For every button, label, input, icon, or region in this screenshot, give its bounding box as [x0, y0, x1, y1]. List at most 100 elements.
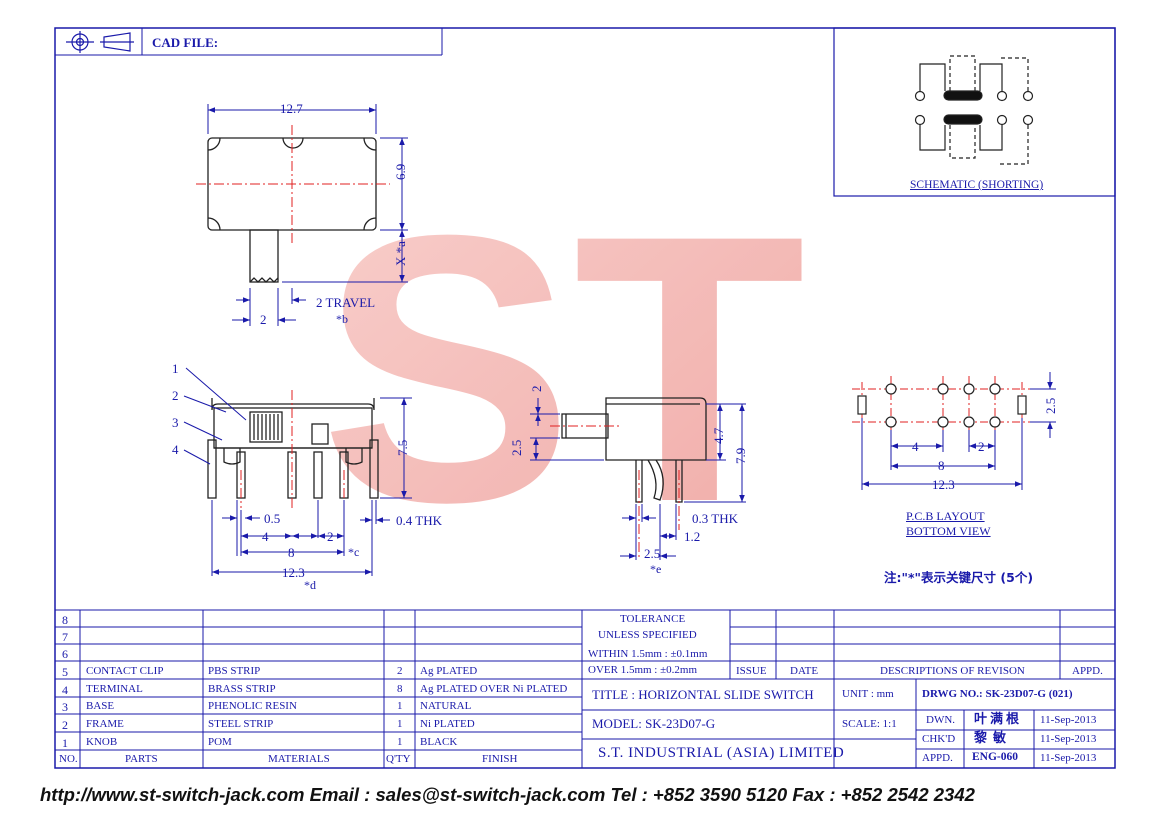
tolerance-over: OVER 1.5mm : ±0.2mm: [588, 664, 698, 676]
dim-04-thk: 0.4 THK: [396, 513, 442, 528]
row-no: 8: [62, 613, 68, 627]
side-view-dims: [530, 398, 746, 560]
row-qty: 8: [397, 683, 403, 695]
pcb-layout-label: P.C.B LAYOUT: [906, 509, 985, 523]
appd-name: ENG-060: [972, 751, 1018, 763]
dwn-label: DWN.: [926, 714, 956, 726]
chkd-label: CHK'D: [922, 733, 956, 745]
dim-123: 12.3: [282, 565, 305, 580]
dim-x-a: X *a: [393, 241, 408, 266]
contact-footer: http://www.st-switch-jack.com Email : sa…: [40, 784, 975, 805]
dim-c-mark: *c: [348, 545, 360, 559]
revision-description: DESCRIPTIONS OF REVISON: [880, 665, 1025, 677]
dim-05: 0.5: [264, 511, 281, 526]
dim-d-mark: *d: [304, 578, 316, 592]
row-part: KNOB: [86, 736, 118, 748]
header-materials: MATERIALS: [268, 753, 330, 765]
callout-2: 2: [172, 388, 179, 403]
row-material: STEEL STRIP: [208, 718, 274, 730]
scale-label: SCALE: 1:1: [842, 718, 897, 730]
unit-label: UNIT : mm: [842, 688, 894, 700]
appd-label: APPD.: [922, 752, 953, 764]
drawing-number: DRWG NO.: SK-23D07-G (021): [922, 688, 1073, 700]
row-no: 2: [62, 718, 68, 732]
row-part: FRAME: [86, 718, 124, 730]
revision-issue: ISSUE: [736, 665, 767, 677]
key-dimension-note: 注:"*"表示关键尺寸 (5个): [884, 570, 1034, 585]
row-material: POM: [208, 736, 232, 748]
dim-side-2: 2: [529, 385, 544, 393]
header-qty: Q'TY: [386, 753, 411, 765]
row-qty: 1: [397, 736, 403, 748]
cad-file-label: CAD FILE:: [152, 35, 219, 50]
model-number: MODEL: SK-23D07-G: [592, 716, 716, 731]
header-parts: PARTS: [125, 753, 158, 765]
side-view-drawing: [561, 397, 707, 503]
top-view-centerlines: [196, 125, 390, 245]
dim-03-thk: 0.3 THK: [692, 511, 738, 526]
dim-side-25: 2.5: [509, 439, 524, 456]
schematic-label: SCHEMATIC (SHORTING): [910, 179, 1044, 191]
dwn-date: 11-Sep-2013: [1040, 714, 1097, 726]
pcb-bottom-view-label: BOTTOM VIEW: [906, 524, 991, 538]
row-no: 6: [62, 647, 68, 661]
chkd-date: 11-Sep-2013: [1040, 733, 1097, 745]
tolerance-subtitle: UNLESS SPECIFIED: [598, 629, 697, 641]
dim-travel: 2 TRAVEL: [316, 295, 376, 310]
dim-pcb-2: 2: [978, 439, 985, 454]
dim-top-width: 12.7: [280, 101, 303, 116]
row-part: CONTACT CLIP: [86, 665, 164, 677]
appd-date: 11-Sep-2013: [1040, 752, 1097, 764]
row-no: 1: [62, 736, 68, 750]
dim-pcb-25: 2.5: [1043, 397, 1058, 414]
row-qty: 2: [397, 665, 403, 677]
dim-side-12: 1.2: [684, 529, 701, 544]
dim-side-25b: 2.5: [644, 546, 661, 561]
callout-1: 1: [172, 361, 179, 376]
dim-4: 4: [262, 529, 269, 544]
sheet-border: [54, 27, 1116, 769]
row-no: 3: [62, 700, 68, 714]
row-finish: Ag PLATED OVER Ni PLATED: [420, 683, 568, 695]
dim-2: 2: [327, 529, 334, 544]
dim-side-47: 4.7: [711, 427, 726, 444]
dwn-name: 叶满根: [974, 712, 1023, 727]
dim-e-mark: *e: [650, 562, 662, 576]
header-finish: FINISH: [482, 753, 518, 765]
header-no: NO.: [59, 753, 78, 765]
front-view-dims: [183, 367, 412, 576]
row-finish: NATURAL: [420, 700, 472, 712]
row-material: BRASS STRIP: [208, 683, 276, 695]
row-finish: Ni PLATED: [420, 718, 475, 730]
tolerance-within: WITHIN 1.5mm : ±0.1mm: [588, 648, 708, 660]
dim-pcb-8: 8: [938, 458, 945, 473]
row-qty: 1: [397, 700, 403, 712]
bottom-table-grid: [55, 609, 1115, 768]
pcb-layout-drawing: [852, 372, 1056, 490]
callout-4: 4: [172, 442, 179, 457]
drawing-title: TITLE : HORIZONTAL SLIDE SWITCH: [592, 687, 814, 702]
dim-front-height: 7.5: [395, 439, 410, 456]
row-qty: 1: [397, 718, 403, 730]
row-no: 5: [62, 665, 68, 679]
cad-file-box: [55, 28, 443, 56]
dim-pcb-123: 12.3: [932, 477, 955, 492]
top-view-dims: [207, 104, 408, 326]
row-no: 7: [62, 630, 68, 644]
callout-3: 3: [172, 415, 179, 430]
chkd-name: 黎敏: [974, 731, 1013, 746]
revision-appd: APPD.: [1072, 665, 1103, 677]
projection-symbol-icon: [66, 31, 134, 53]
schematic-diagram: [914, 55, 1034, 165]
dim-knob-width: 2: [260, 312, 267, 327]
dim-b-mark: *b: [336, 312, 348, 326]
company-name: S.T. INDUSTRIAL (ASIA) LIMITED: [598, 745, 845, 761]
front-view-drawing: [207, 398, 379, 499]
revision-date: DATE: [790, 665, 819, 677]
dim-pcb-4: 4: [912, 439, 919, 454]
row-material: PBS STRIP: [208, 665, 261, 677]
row-finish: BLACK: [420, 736, 458, 748]
dim-side-79: 7.9: [733, 447, 748, 464]
row-finish: Ag PLATED: [420, 665, 478, 677]
